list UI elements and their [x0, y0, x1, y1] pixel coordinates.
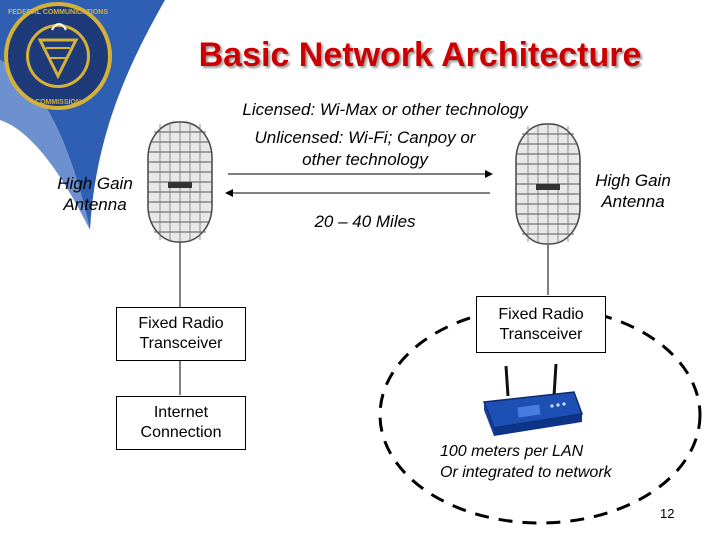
right-radio-transceiver-box: Fixed Radio Transceiver	[476, 296, 606, 353]
antenna-icon	[147, 121, 213, 243]
lan-label-line2: Or integrated to network	[440, 464, 612, 481]
slide-title: Basic Network Architecture	[198, 36, 642, 74]
antenna-right-label-line2: Antenna	[601, 192, 665, 211]
licensed-label: Licensed: Wi-Max or other technology	[242, 100, 528, 119]
antenna-icon	[515, 123, 581, 245]
unlicensed-label-line2: other technology	[302, 150, 428, 169]
left-radio-transceiver-box: Fixed Radio Transceiver	[116, 307, 246, 361]
unlicensed-label-line1: Unlicensed: Wi-Fi; Canpoy or	[254, 128, 476, 147]
antenna-left-label-line2: Antenna	[63, 195, 127, 214]
internet-connection-box: Internet Connection	[116, 396, 246, 450]
antenna-left-label-line1: High Gain	[57, 174, 133, 193]
antenna-right-label-line1: High Gain	[595, 171, 671, 190]
fcc-seal: FEDERAL COMMUNICATIONS COMMISSION	[4, 2, 112, 110]
lan-label-line1: 100 meters per LAN	[440, 443, 584, 460]
router-icon	[482, 363, 584, 436]
distance-label: 20 – 40 Miles	[314, 212, 416, 231]
page-number: 12	[660, 506, 675, 521]
svg-text:COMMISSION: COMMISSION	[35, 99, 81, 106]
svg-text:FEDERAL COMMUNICATIONS: FEDERAL COMMUNICATIONS	[8, 9, 108, 16]
